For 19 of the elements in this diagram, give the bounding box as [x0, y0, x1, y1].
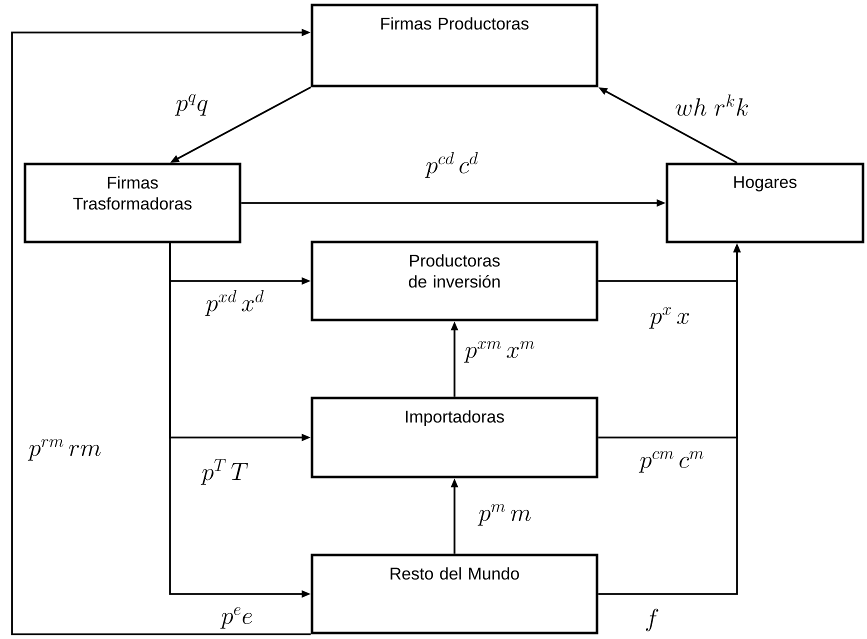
process-box: Importadoras — [310, 396, 598, 478]
process-box: Resto del Mundo — [310, 554, 598, 634]
edge-label: $p^{q}q$ — [174, 93, 210, 117]
process-box: Firmas Productoras — [310, 4, 598, 88]
process-box: Hogares — [666, 162, 864, 244]
edge-label: $p^{cm}\,c^{m}$ — [638, 450, 706, 474]
edge-label: $p^{e}e$ — [220, 606, 254, 630]
process-box: Productoras de inversión — [310, 240, 598, 322]
edge-label: $p^{x}\,x$ — [648, 306, 692, 330]
edge-label: $p^{cd}\,c^{d}$ — [424, 151, 480, 179]
edge-label: $wh\;r^{k}k$ — [674, 93, 750, 116]
edge-label: $p^{xm}\,x^{m}$ — [464, 340, 536, 364]
process-box: Firmas Trasformadoras — [24, 162, 242, 244]
arrow — [11, 28, 311, 636]
edge-label: $f$ — [644, 608, 660, 632]
edge-label: $p^{m}\,m$ — [478, 503, 532, 527]
edge-label: $p^{T}\,T$ — [200, 458, 250, 486]
edge-label: $p^{xd}\,x^{d}$ — [204, 289, 266, 317]
edge-label: $p^{rm}\,rm$ — [28, 438, 102, 462]
